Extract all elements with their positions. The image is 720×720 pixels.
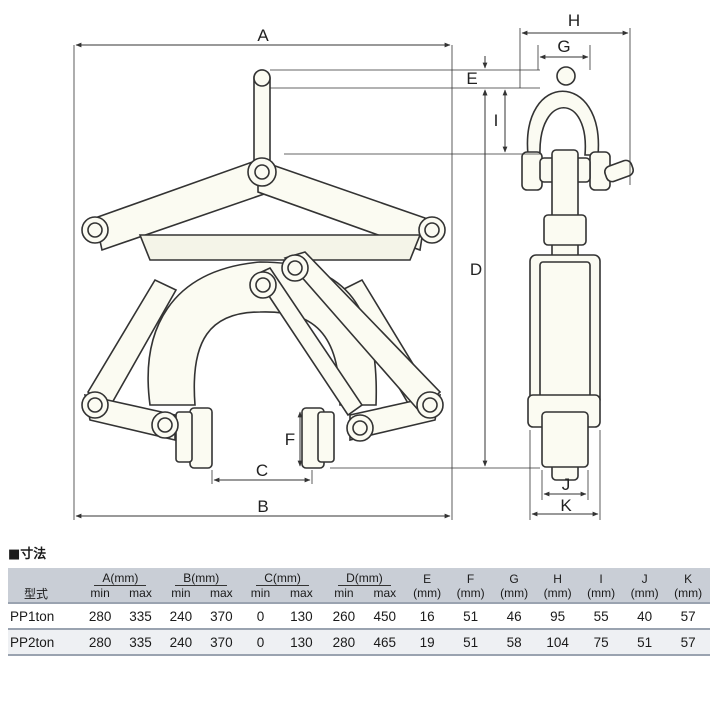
table-cell: 40 [637, 608, 653, 624]
sub-header: max [290, 586, 313, 600]
table-cell: 104 [546, 634, 569, 650]
table-cell: 240 [169, 634, 193, 650]
table-cell: 19 [419, 634, 435, 650]
table-cell: 95 [550, 608, 566, 624]
column-header: H [553, 572, 562, 586]
table-cell: 16 [419, 608, 435, 624]
column-header: E [423, 572, 432, 586]
dim-label: H [568, 11, 580, 30]
pivot-pins [81, 69, 446, 442]
table-cell: 51 [463, 634, 479, 650]
table-cell: 57 [680, 634, 696, 650]
clamp-technical-drawing: A B C D E F G H I J K [73, 11, 635, 520]
table-cell: 130 [290, 634, 313, 650]
dim-label: F [285, 430, 295, 449]
table-cell: 335 [129, 634, 152, 650]
column-header: K [684, 572, 693, 586]
unit-header: (mm) [500, 586, 529, 600]
table-cell: 370 [210, 634, 233, 650]
sub-header: min [90, 586, 110, 600]
sub-header: min [171, 586, 191, 600]
unit-header: (mm) [674, 586, 703, 600]
table-cell: 260 [332, 608, 356, 624]
table-cell: 46 [506, 608, 522, 624]
group-header: D(mm) [338, 571, 391, 586]
sub-header: max [129, 586, 152, 600]
group-header: C(mm) [256, 571, 309, 586]
dim-label: I [494, 111, 499, 130]
section-title: ■寸法 [8, 547, 47, 562]
table-cell: 280 [88, 608, 112, 624]
model-cell: PP1ton [10, 608, 55, 624]
dim-label: D [470, 260, 482, 279]
table-cell: 370 [210, 608, 233, 624]
table-cell: 280 [332, 634, 356, 650]
dim-label: J [562, 475, 571, 494]
table-row: PP2ton 280 335 240 370 0 130 280 465 19 … [8, 629, 710, 655]
table-cell: 51 [637, 634, 653, 650]
clamp-front-view [83, 69, 442, 469]
dim-label: A [257, 26, 269, 45]
unit-header: (mm) [630, 586, 659, 600]
model-header: 型式 [24, 587, 49, 601]
table-cell: 58 [506, 634, 522, 650]
dimension-table: 型式 A(mm) B(mm) C(mm) D(mm) E F G H I J K… [8, 568, 710, 656]
column-header: J [641, 572, 648, 586]
dimension-lines [73, 28, 631, 520]
dim-label: G [557, 37, 570, 56]
column-header: G [509, 572, 519, 586]
sub-header: max [210, 586, 233, 600]
sub-header: min [250, 586, 271, 600]
unit-header: (mm) [456, 586, 485, 600]
dim-label: E [466, 69, 477, 88]
column-header: I [599, 572, 603, 586]
table-row: PP1ton 280 335 240 370 0 130 260 450 16 … [8, 603, 710, 629]
column-header: F [466, 572, 475, 586]
table-cell: 465 [373, 634, 397, 650]
table-cell: 450 [373, 608, 397, 624]
table-cell: 280 [88, 634, 112, 650]
group-header: A(mm) [94, 571, 147, 586]
unit-header: (mm) [587, 586, 616, 600]
dim-label: B [257, 497, 268, 516]
table-cell: 57 [680, 608, 696, 624]
table-cell: 335 [129, 608, 152, 624]
clamp-side-view [521, 66, 635, 481]
dim-label: K [560, 496, 572, 515]
dim-label: C [256, 461, 268, 480]
table-cell: 51 [463, 608, 479, 624]
table-cell: 55 [593, 608, 609, 624]
table-cell: 0 [256, 608, 265, 624]
table-cell: 75 [593, 634, 609, 650]
unit-header: (mm) [543, 586, 572, 600]
sub-header: max [373, 586, 397, 600]
table-cell: 240 [169, 608, 193, 624]
group-header: B(mm) [175, 571, 228, 586]
table-cell: 130 [290, 608, 313, 624]
unit-header: (mm) [413, 586, 442, 600]
sub-header: min [334, 586, 354, 600]
table-cell: 0 [256, 634, 265, 650]
dimension-labels: A B C D E F G H I J K [256, 11, 580, 516]
model-cell: PP2ton [10, 634, 55, 650]
